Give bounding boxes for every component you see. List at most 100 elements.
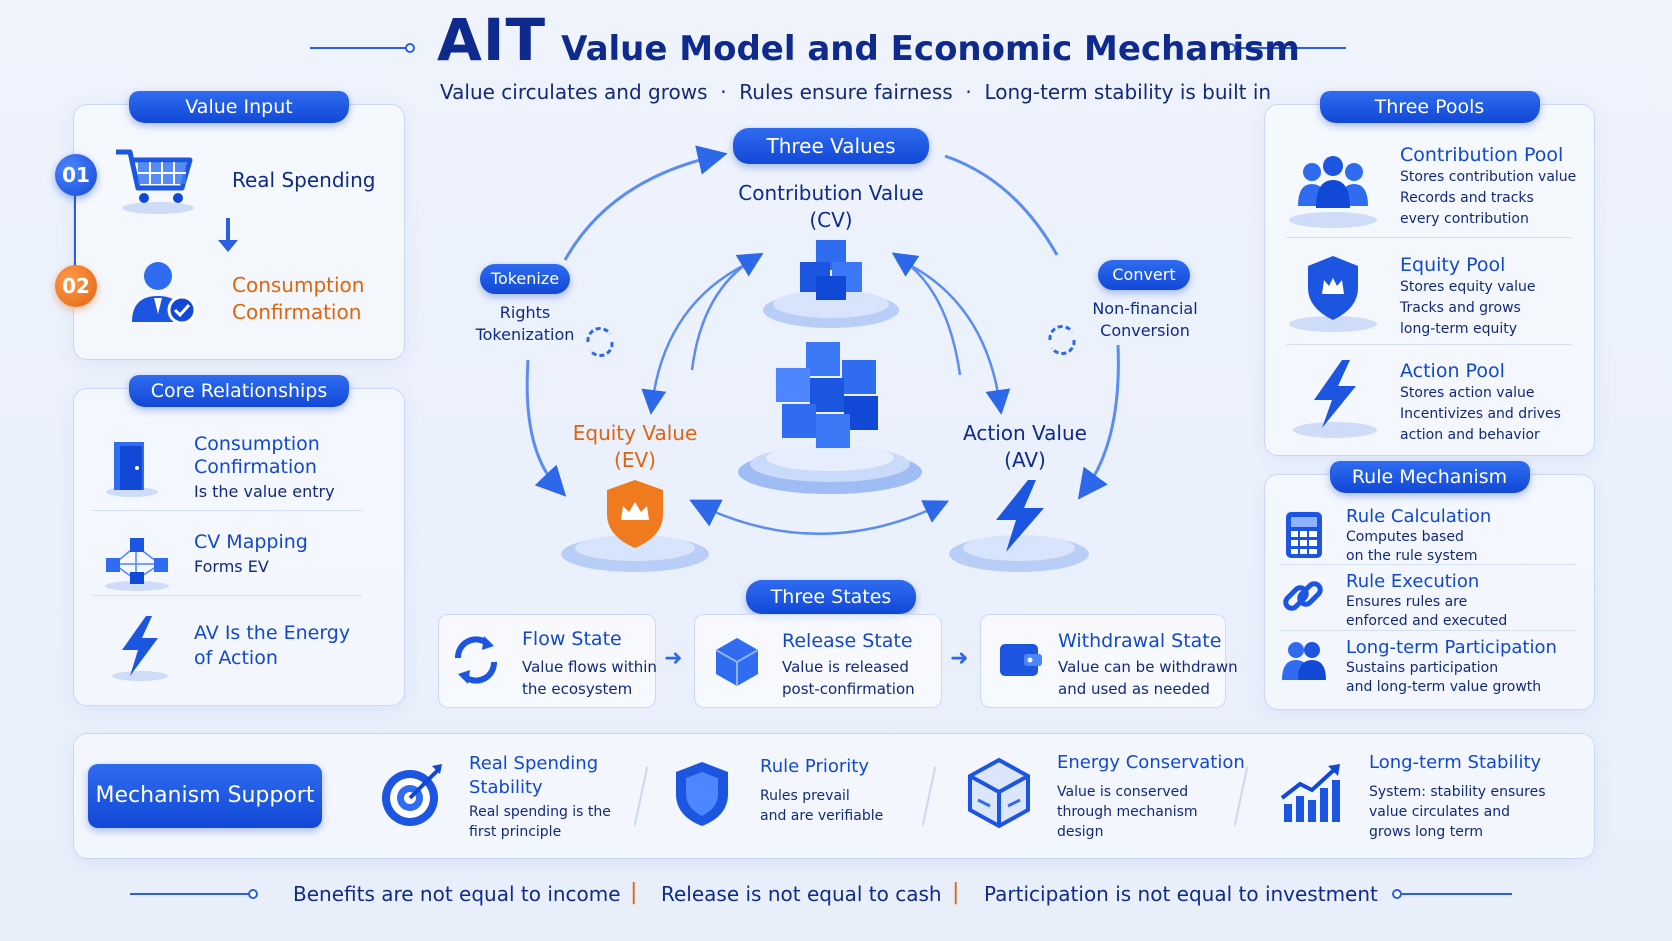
support-3-desc: Value is conserved through mechanism des… bbox=[1057, 784, 1198, 840]
user-check-icon bbox=[132, 262, 197, 325]
support-3-title: Energy Conservation bbox=[1057, 752, 1245, 773]
lightning-pool-icon bbox=[1293, 360, 1377, 438]
rule-1-desc: Computes based on the rule system bbox=[1346, 529, 1478, 564]
core-relationships-panel: Core Relationships bbox=[73, 375, 405, 706]
rule-mechanism-title: Rule Mechanism bbox=[1329, 461, 1530, 493]
rule-1-title: Rule Calculation bbox=[1346, 506, 1492, 527]
refresh-icon-right bbox=[1048, 325, 1076, 355]
footer-sep-1: | bbox=[630, 880, 638, 905]
real-spending-label: Real Spending bbox=[232, 168, 376, 192]
rule-2-desc: Ensures rules are enforced and executed bbox=[1346, 594, 1508, 629]
footer-line-right bbox=[1402, 893, 1512, 895]
pool-1-title: Contribution Pool bbox=[1400, 144, 1564, 166]
footer-dot-right bbox=[1392, 889, 1402, 899]
support-2-desc: Rules prevail and are verifiable bbox=[760, 788, 884, 824]
target-icon bbox=[382, 764, 442, 826]
cube-outline-icon bbox=[968, 757, 1030, 829]
arrow-down-icon bbox=[226, 218, 230, 244]
header-dot-right bbox=[1226, 43, 1236, 53]
action-lightning-icon bbox=[949, 480, 1089, 572]
av-label: Action Value (AV) bbox=[963, 421, 1087, 472]
core-item-2-title: CV Mapping bbox=[194, 531, 308, 553]
support-1-desc: Real spending is the first principle bbox=[469, 804, 611, 840]
arrow-down-head bbox=[218, 240, 238, 252]
core-item-1-desc: Is the value entry bbox=[194, 482, 335, 501]
footer-dot-left bbox=[248, 889, 258, 899]
flow-state-card bbox=[438, 614, 656, 708]
flow-state-desc: Value flows within the ecosystem bbox=[522, 658, 657, 698]
shopping-cart-icon bbox=[116, 149, 194, 214]
state-arrow-2: ➜ bbox=[950, 646, 969, 671]
three-values-pill: Three Values bbox=[733, 128, 929, 164]
rule-3-desc: Sustains participation and long-term val… bbox=[1346, 660, 1542, 695]
value-input-panel: Value Input bbox=[73, 91, 405, 360]
rule-sep-1 bbox=[1280, 564, 1576, 565]
support-4-desc: System: stability ensures value circulat… bbox=[1369, 784, 1546, 840]
cube-network-icon bbox=[105, 538, 169, 591]
convert-desc: Non-financial Conversion bbox=[1092, 299, 1198, 340]
core-item-2-desc: Forms EV bbox=[194, 557, 269, 576]
pool-2-title: Equity Pool bbox=[1400, 254, 1506, 276]
pool-3-title: Action Pool bbox=[1400, 360, 1505, 382]
release-state-desc: Value is released post-confirmation bbox=[782, 658, 915, 698]
support-1-title: Real Spending Stability bbox=[469, 753, 599, 798]
flow-state-title: Flow State bbox=[522, 628, 622, 650]
crown-shield-pool-icon bbox=[1289, 256, 1377, 332]
pool-sep-2 bbox=[1286, 344, 1572, 345]
pool-2-desc: Stores equity value Tracks and grows lon… bbox=[1400, 279, 1536, 337]
release-state-title: Release State bbox=[782, 630, 913, 652]
center-cycle-arrows bbox=[525, 145, 1120, 535]
convert-pill: Convert bbox=[1098, 260, 1190, 290]
step-line bbox=[74, 178, 76, 288]
core-item-1-title: Consumption Confirmation bbox=[194, 433, 320, 478]
mechanism-support-panel bbox=[73, 733, 1595, 859]
calculator-icon bbox=[1286, 512, 1322, 558]
support-2-title: Rule Priority bbox=[760, 756, 869, 777]
wallet-icon bbox=[1000, 644, 1042, 676]
consumption-confirmation-label: Consumption Confirmation bbox=[232, 273, 365, 324]
rule-sep-2 bbox=[1280, 630, 1576, 631]
footer-line-left bbox=[130, 893, 250, 895]
step-badge-02: 02 bbox=[55, 265, 97, 307]
title-ait: AIT bbox=[437, 6, 547, 74]
central-cube-stack-icon bbox=[738, 342, 922, 494]
participants-icon bbox=[1282, 642, 1326, 680]
rule-2-title: Rule Execution bbox=[1346, 571, 1480, 592]
core-sep-1 bbox=[92, 510, 362, 511]
lightning-icon bbox=[112, 616, 168, 681]
footer-statement-2: Release is not equal to cash bbox=[661, 882, 942, 906]
door-icon bbox=[106, 442, 158, 497]
page-subtitle: Value circulates and grows · Rules ensur… bbox=[440, 80, 1272, 104]
step-badge-01: 01 bbox=[55, 154, 97, 196]
ev-label: Equity Value (EV) bbox=[572, 421, 698, 472]
header-line-left bbox=[310, 47, 410, 49]
pool-sep-1 bbox=[1286, 237, 1572, 238]
footer-sep-2: | bbox=[952, 880, 960, 905]
withdrawal-state-title: Withdrawal State bbox=[1058, 630, 1222, 652]
core-relationships-title: Core Relationships bbox=[129, 375, 349, 407]
state-arrow-1: ➜ bbox=[664, 646, 683, 671]
group-people-icon bbox=[1289, 156, 1377, 228]
footer-statement-1: Benefits are not equal to income bbox=[293, 882, 621, 906]
crown-shield-icon bbox=[561, 480, 709, 572]
growth-chart-icon bbox=[1280, 764, 1340, 822]
header-line-right bbox=[1236, 47, 1346, 49]
cv-label: Contribution Value (CV) bbox=[738, 181, 924, 232]
refresh-icon-left bbox=[586, 327, 614, 357]
page-title: AIT Value Model and Economic Mechanism bbox=[437, 6, 1300, 74]
value-input-title: Value Input bbox=[129, 91, 349, 123]
three-states-pill: Three States bbox=[746, 580, 916, 614]
pool-3-desc: Stores action value Incentivizes and dri… bbox=[1400, 385, 1561, 443]
core-item-3-title: AV Is the Energy of Action bbox=[194, 622, 351, 669]
flow-cycle-icon bbox=[455, 636, 497, 684]
shield-icon bbox=[676, 762, 728, 826]
contribution-cubes-icon bbox=[763, 240, 899, 328]
header-dot-left bbox=[405, 43, 415, 53]
pool-1-desc: Stores contribution value Records and tr… bbox=[1400, 169, 1577, 227]
core-sep-2 bbox=[92, 595, 362, 596]
tokenize-pill: Tokenize bbox=[480, 264, 570, 294]
release-cube-icon bbox=[715, 638, 759, 686]
rule-3-title: Long-term Participation bbox=[1346, 637, 1557, 658]
mechanism-support-title: Mechanism Support bbox=[88, 764, 322, 828]
title-text: Value Model and Economic Mechanism bbox=[561, 29, 1300, 69]
